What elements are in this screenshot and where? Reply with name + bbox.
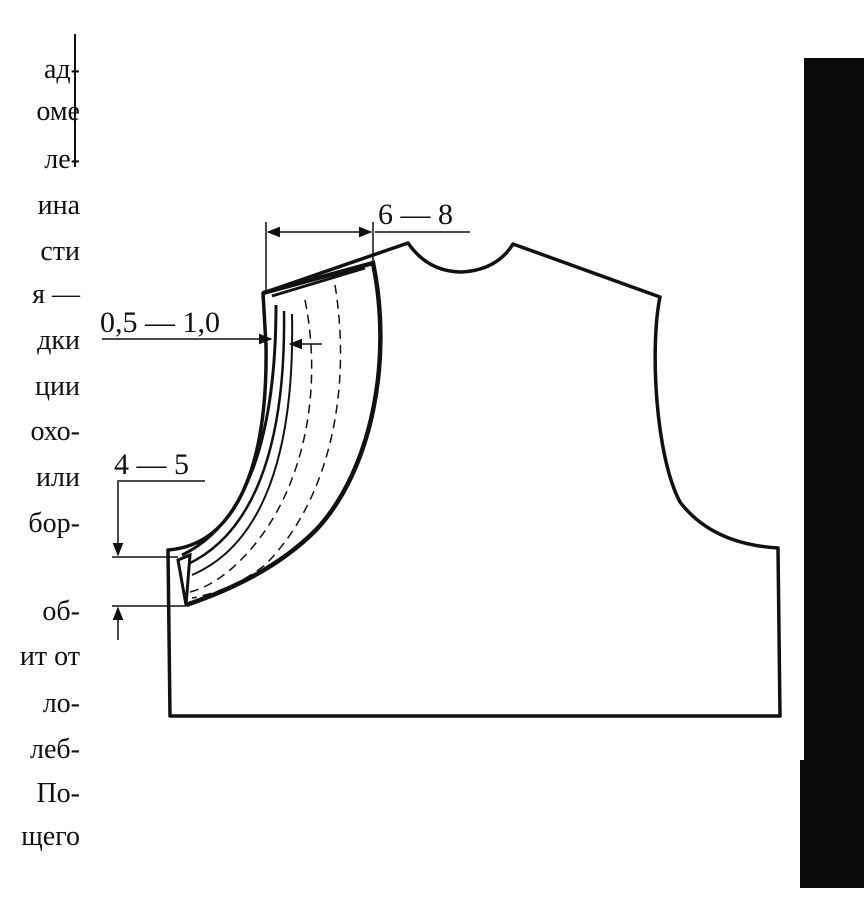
facing-stitch-line-3 (191, 313, 294, 576)
text-line: дки (37, 325, 80, 356)
text-line: леб- (30, 734, 80, 765)
scan-edge-shadow (804, 58, 864, 888)
text-line: или (36, 462, 80, 493)
text-column: ад- оме ле- ина сти я — дки ции охо- или… (0, 0, 80, 922)
facing-stitch-line (181, 266, 366, 557)
text-line: ции (35, 371, 80, 402)
top-dimension-label: 6 — 8 (378, 198, 453, 231)
side-dimension-label: 0,5 — 1,0 (100, 306, 220, 339)
facing-dashed-line (189, 299, 313, 593)
text-line: щего (21, 821, 80, 852)
text-line: По- (36, 778, 80, 809)
facing-dashed-line-2 (191, 284, 342, 599)
facing-stitch-line-2 (185, 310, 286, 567)
text-line: ина (37, 190, 80, 221)
text-line: бор- (28, 508, 80, 539)
text-line: оме (36, 96, 80, 127)
scan-edge-shadow-lower (800, 760, 804, 888)
text-line: ит от (19, 641, 80, 672)
facing-outer-edge (185, 260, 383, 608)
column-rule (74, 34, 76, 167)
text-line: об- (42, 596, 80, 627)
text-line: сти (40, 236, 80, 267)
bottom-dimension-label: 4 — 5 (114, 448, 189, 481)
text-line: я — (32, 279, 80, 310)
text-line: охо- (30, 416, 80, 447)
facing-notch (176, 552, 192, 606)
text-line: ло- (42, 688, 80, 719)
